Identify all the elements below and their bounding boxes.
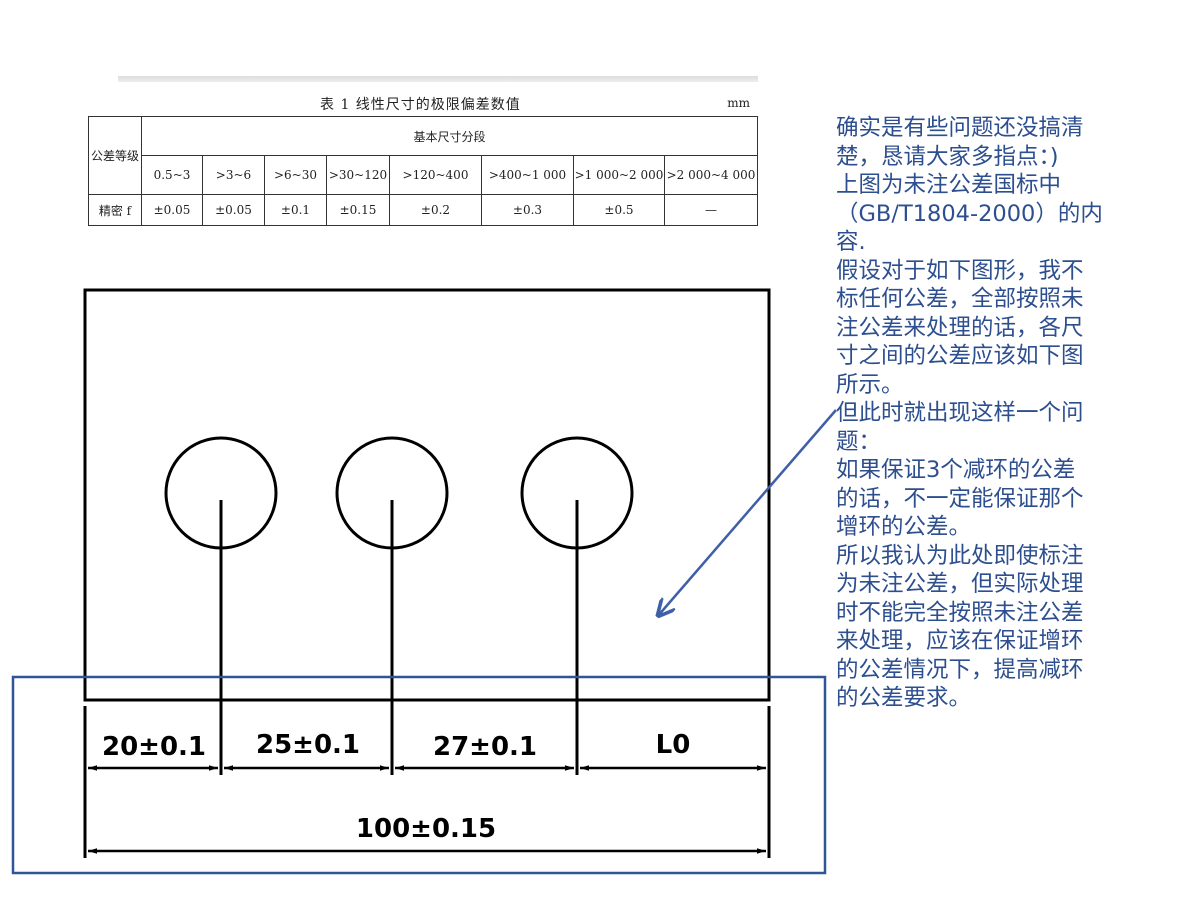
header-size-ranges: 基本尺寸分段 bbox=[141, 116, 758, 156]
note-line: 注公差来处理的话，各尺 bbox=[836, 314, 1084, 341]
range-cell: >2 000~4 000 bbox=[664, 155, 758, 195]
deviation-cell: — bbox=[664, 194, 758, 226]
dim-label-25: 25±0.1 bbox=[256, 730, 360, 760]
range-cell: >120~400 bbox=[389, 155, 482, 195]
note-line: 的公差要求。 bbox=[836, 685, 972, 711]
note-line: 寸之间的公差应该如下图 bbox=[836, 343, 1084, 369]
deviation-cell: ±0.05 bbox=[202, 194, 265, 226]
dim-label-total: 100±0.15 bbox=[356, 814, 496, 844]
deviation-cell: ±0.15 bbox=[326, 194, 390, 226]
note-line: 楚，恳请大家多指点：) bbox=[836, 143, 1059, 170]
dim-label-20: 20±0.1 bbox=[102, 732, 206, 762]
note-line: 但此时就出现这样一个问 bbox=[836, 400, 1084, 426]
deviation-cell: ±0.1 bbox=[264, 194, 327, 226]
table-caption: 表 1 线性尺寸的极限偏差数值 mm bbox=[88, 92, 760, 114]
dim-label-27: 27±0.1 bbox=[433, 732, 537, 762]
range-cell: >1 000~2 000 bbox=[573, 155, 665, 195]
note-line: 上图为未注公差国标中 bbox=[836, 172, 1062, 198]
note-line: 题： bbox=[836, 428, 882, 455]
note-line: 增环的公差。 bbox=[836, 514, 972, 540]
deviation-cell: ±0.2 bbox=[389, 194, 482, 226]
note-line: 假设对于如下图形，我不 bbox=[836, 257, 1084, 284]
range-cell: >30~120 bbox=[326, 155, 390, 195]
note-line: 所示。 bbox=[836, 371, 904, 398]
table-caption-title: 表 1 线性尺寸的极限偏差数值 bbox=[320, 97, 521, 113]
range-cell: >400~1 000 bbox=[481, 155, 574, 195]
dim-label-L0: L0 bbox=[656, 730, 691, 760]
annotation-text: 确实是有些问题还没搞清 楚，恳请大家多指点：) 上图为未注公差国标中 （GB/T… bbox=[836, 114, 1166, 713]
note-line: 的公差情况下，提高减环 bbox=[836, 656, 1084, 683]
table-unit: mm bbox=[727, 96, 750, 110]
cropped-heading-line bbox=[118, 76, 758, 82]
note-line: 所以我认为此处即使标注 bbox=[836, 542, 1084, 569]
deviation-cell: ±0.3 bbox=[481, 194, 574, 226]
note-line: 确实是有些问题还没搞清 bbox=[836, 115, 1084, 141]
note-line: 来处理，应该在保证增环 bbox=[836, 628, 1084, 654]
deviation-cell: ±0.5 bbox=[573, 194, 665, 226]
note-line: 如果保证3个减环的公差 bbox=[836, 457, 1076, 483]
limit-deviation-table: 公差等级 基本尺寸分段 0.5~3 >3~6 >6~30 >30~120 >12… bbox=[88, 116, 758, 226]
note-line: （GB/T1804-2000）的内 bbox=[836, 200, 1103, 227]
highlight-box bbox=[11, 675, 827, 875]
note-line: 标任何公差，全部按照未 bbox=[836, 286, 1084, 312]
note-line: 的话，不一定能保证那个 bbox=[836, 485, 1084, 512]
range-cell: >3~6 bbox=[202, 155, 265, 195]
note-line: 为未注公差，但实际处理 bbox=[836, 571, 1084, 597]
pointer-arrow bbox=[657, 409, 837, 617]
note-line: 时不能完全按照未注公差 bbox=[836, 599, 1084, 626]
part-outline bbox=[83, 288, 771, 702]
note-line: 容. bbox=[836, 229, 866, 255]
range-cell: >6~30 bbox=[264, 155, 327, 195]
